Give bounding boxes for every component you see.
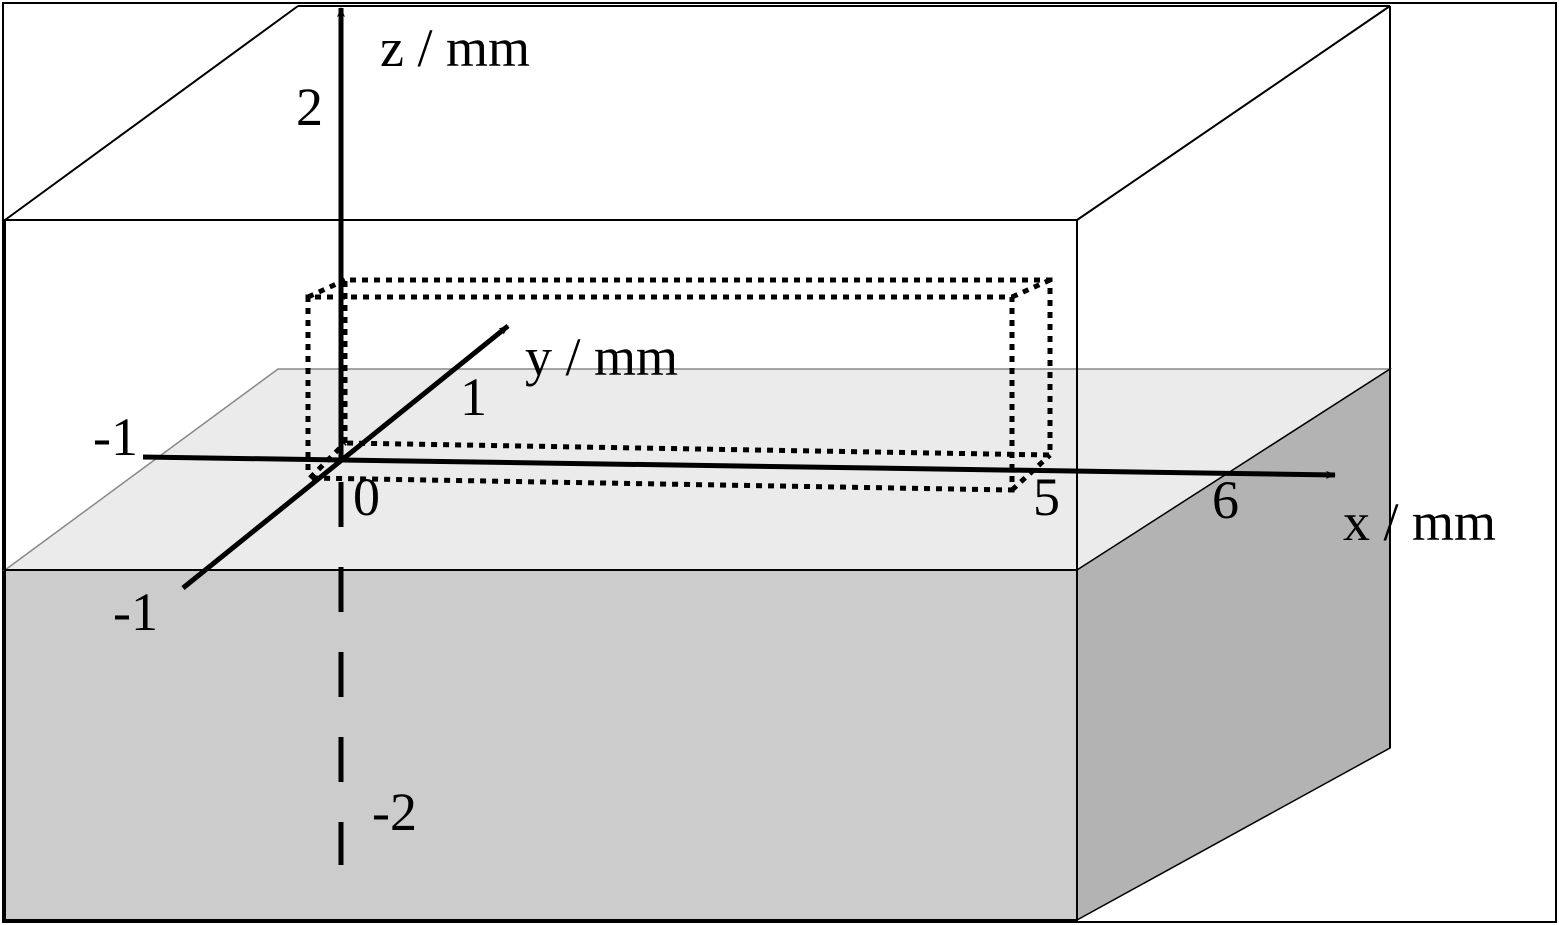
z-axis-label: z / mm bbox=[380, 18, 530, 78]
x-tick-5: 5 bbox=[1033, 467, 1060, 527]
z-tick-2: 2 bbox=[296, 77, 323, 137]
x-tick-6: 6 bbox=[1212, 470, 1239, 530]
y-axis-arrow bbox=[181, 324, 510, 590]
x-axis-label: x / mm bbox=[1343, 492, 1496, 552]
substrate-front-face bbox=[4, 569, 1078, 921]
y-tick-1: 1 bbox=[460, 367, 487, 427]
y-tick-minus-1: -1 bbox=[113, 582, 158, 642]
z-tick-minus-2: -2 bbox=[372, 782, 417, 842]
x-tick-0: 0 bbox=[353, 467, 380, 527]
x-tick-minus-1: -1 bbox=[93, 407, 138, 467]
y-axis-label: y / mm bbox=[525, 327, 678, 387]
outer-box bbox=[4, 5, 1391, 921]
